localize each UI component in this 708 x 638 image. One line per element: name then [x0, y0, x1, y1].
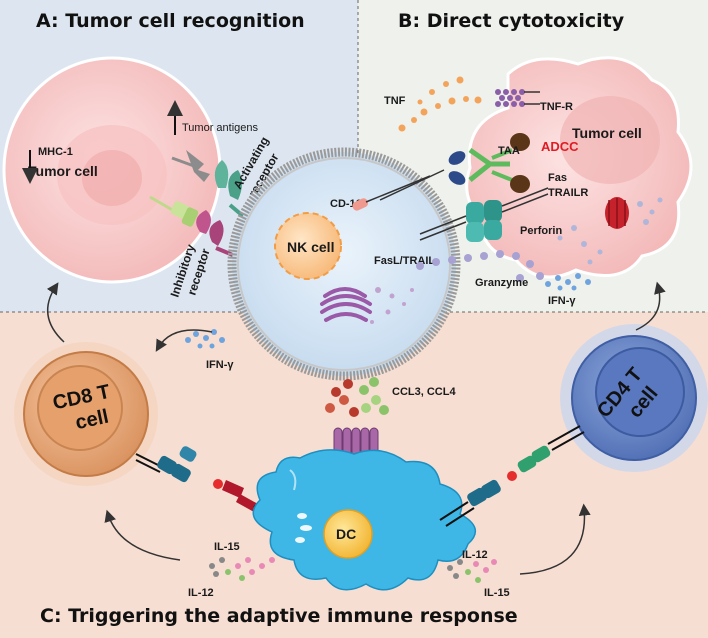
il12-left-label: IL-12 [188, 587, 214, 599]
tumor-cell-left-label: Tumor cell [28, 163, 98, 179]
panel-b-title: B: Direct cytotoxicity [398, 10, 625, 32]
adcc-label: ADCC [541, 139, 579, 154]
mhc1-molecule [149, 195, 199, 227]
tnf-label: TNF [384, 95, 406, 107]
ifn-gamma-right-label: IFN-γ [548, 295, 576, 307]
ccl-label: CCL3, CCL4 [392, 386, 456, 398]
ifn-gamma-left-label: IFN-γ [206, 359, 234, 371]
ifn-gamma-left-particles [185, 329, 225, 349]
il15-right-label: IL-15 [484, 587, 510, 599]
cd8-t-cell [14, 342, 158, 486]
interleukin-particles-left [209, 557, 275, 581]
tnf-particles [398, 76, 482, 132]
cd16-receptor [352, 175, 431, 211]
perforin-pore [605, 197, 629, 229]
granzyme-particles [416, 250, 544, 282]
panel-c-title: C: Triggering the adaptive immune respon… [40, 605, 518, 627]
nk-granules [370, 287, 414, 324]
nk-cell-label: NK cell [287, 239, 334, 255]
taa-molecule-1 [510, 133, 530, 151]
fas-trailr-receptors [419, 187, 549, 242]
cd4-tcr-complex [439, 425, 585, 527]
granzyme-label: Granzyme [475, 277, 528, 289]
il15-left-label: IL-15 [214, 541, 240, 553]
tumor-antigen-molecule [171, 150, 210, 182]
arrow-ifn-to-cd8 [155, 329, 213, 352]
tnf-r-receptor [495, 89, 540, 107]
taa-label: TAA [498, 145, 520, 157]
tumor-antigens-label: Tumor antigens [182, 122, 259, 134]
arrow-il-to-cd4 [519, 503, 591, 575]
arrow-cd8-to-panel-a [46, 282, 65, 343]
trailr-label: TRAILR [548, 187, 588, 199]
golgi-apparatus [320, 287, 372, 322]
nk-cell-nucleus [274, 212, 342, 280]
arrow-cd4-to-panel-b [635, 281, 666, 331]
perforin-label: Perforin [520, 225, 562, 237]
cd16-link-line [379, 169, 445, 201]
cd4-t-cell [560, 324, 708, 472]
dendritic-cell [252, 449, 477, 591]
mhc1-label: MHC-1 [38, 146, 73, 158]
il12-right-label: IL-12 [462, 549, 488, 561]
ccl-chemokines [325, 377, 389, 417]
ifn-gamma-right-particles [545, 273, 591, 291]
nk-cell [227, 147, 461, 381]
interleukin-particles-right [447, 559, 497, 583]
dc-label: DC [336, 526, 356, 542]
arrow-il-to-cd8 [104, 509, 181, 561]
tumor-cell-right-label: Tumor cell [572, 125, 642, 141]
fasl-trail-label: FasL/TRAIL [374, 255, 435, 267]
taa-molecule-2 [510, 175, 530, 193]
fas-label: Fas [548, 172, 567, 184]
tumor-cell-right [465, 56, 693, 279]
cd8-tcr-complex [135, 446, 277, 521]
activating-receptor [214, 160, 252, 224]
antibody [448, 147, 513, 185]
dc-nucleus [323, 509, 373, 559]
tnf-r-label: TNF-R [540, 101, 573, 113]
panel-a-title: A: Tumor cell recognition [36, 10, 305, 32]
perforin-particles [557, 197, 663, 265]
